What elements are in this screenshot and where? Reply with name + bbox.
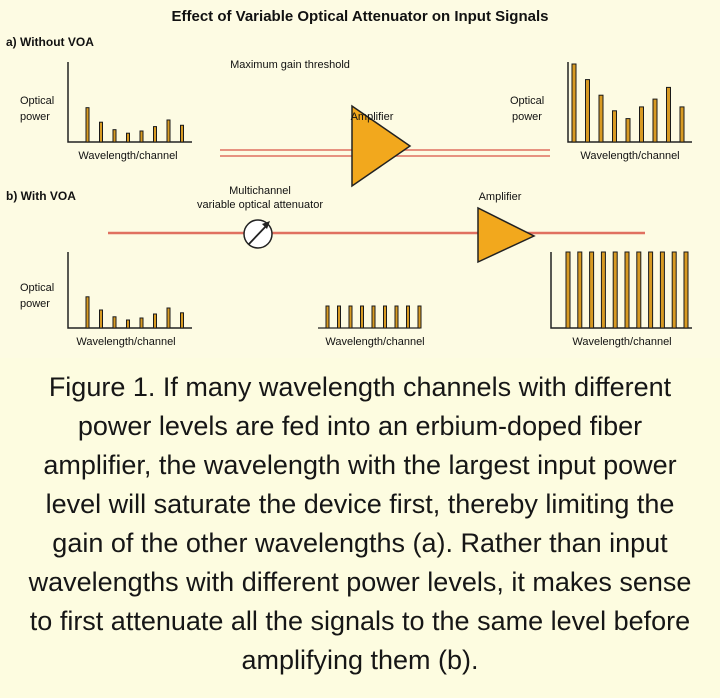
bar (648, 251, 654, 329)
bar (153, 313, 157, 329)
bar (625, 118, 631, 143)
max-gain-threshold-label: Maximum gain threshold (230, 59, 350, 71)
caption-panel: Figure 1. If many wavelength channels wi… (0, 358, 720, 698)
axes (550, 252, 692, 329)
bar (577, 251, 583, 329)
y-axis-label-line2: power (20, 111, 50, 123)
bar (348, 305, 353, 329)
bar (85, 296, 90, 329)
y-axis-label-line2: power (512, 111, 542, 123)
x-axis-label: Wavelength/channel (572, 336, 671, 348)
bar (600, 251, 606, 329)
diagram-canvas: Effect of Variable Optical Attenuator on… (6, 8, 692, 348)
bar (99, 309, 103, 329)
bar (652, 98, 658, 143)
bar (406, 305, 410, 329)
voa-label-line1: Multichannel (229, 185, 291, 197)
bar (360, 305, 364, 329)
x-axis-label: Wavelength/channel (78, 150, 177, 162)
bar (180, 124, 184, 143)
section-b-input-chart: Optical power Wavelength/channel (20, 252, 192, 348)
voa-diagram: Effect of Variable Optical Attenuator on… (6, 8, 692, 348)
bar (639, 106, 644, 143)
bar (571, 63, 577, 143)
bar (598, 94, 604, 143)
bar (679, 106, 685, 143)
bars (85, 296, 184, 329)
section-a-input-chart: Optical power Wavelength/channel (20, 62, 192, 162)
caption-line: power levels are fed into an erbium-dope… (77, 411, 643, 441)
section-a-amplifier-label: Amplifier (351, 111, 394, 123)
section-b-attenuated-chart: Wavelength/channel (318, 305, 425, 348)
bar (417, 305, 422, 329)
bar (126, 132, 130, 143)
caption-line: Figure 1. If many wavelength channels wi… (48, 372, 672, 402)
caption-line: gain of the other wavelengths (a). Rathe… (52, 528, 668, 558)
caption-line: to first attenuate all the signals to th… (29, 606, 691, 636)
section-b-label: b) With VOA (6, 189, 76, 203)
bar (666, 86, 671, 143)
bar (624, 251, 630, 329)
y-axis-label-line1: Optical (20, 95, 54, 107)
bar (683, 251, 689, 329)
bar (325, 305, 330, 329)
caption-line: level will saturate the device first, th… (45, 489, 675, 519)
bar (139, 317, 144, 329)
bar (671, 251, 677, 329)
section-a-label: a) Without VOA (6, 35, 94, 49)
bar (85, 107, 90, 143)
bar (383, 305, 387, 329)
bar (585, 79, 590, 143)
bar (612, 110, 617, 143)
bar (166, 307, 171, 329)
y-axis-label-line1: Optical (510, 95, 544, 107)
section-a-amplifier-triangle (351, 104, 412, 188)
section-b-amplifier-label: Amplifier (479, 191, 522, 203)
bar (565, 251, 571, 329)
bar (166, 119, 171, 143)
bars (325, 305, 422, 329)
bar (112, 316, 117, 329)
bar (180, 312, 184, 329)
caption-line: wavelengths with different power levels,… (28, 567, 692, 597)
voa-icon (243, 219, 273, 249)
bar (337, 305, 341, 329)
y-axis-label-line1: Optical (20, 282, 54, 294)
axes (67, 62, 192, 143)
bar (112, 129, 117, 143)
voa-label-line2: variable optical attenuator (197, 199, 323, 211)
bar (394, 305, 399, 329)
caption-line: amplifying them (b). (241, 645, 479, 675)
bars (571, 63, 685, 143)
bar (612, 251, 618, 329)
bar (371, 305, 376, 329)
bars (565, 251, 689, 329)
bar (636, 251, 642, 329)
x-axis-label: Wavelength/channel (325, 336, 424, 348)
bar (99, 121, 103, 143)
x-axis-label: Wavelength/channel (76, 336, 175, 348)
bars (85, 107, 184, 143)
bar (153, 126, 157, 143)
x-axis-label: Wavelength/channel (580, 150, 679, 162)
axes (67, 252, 192, 329)
diagram-title: Effect of Variable Optical Attenuator on… (172, 8, 549, 25)
section-b-output-chart: Wavelength/channel (550, 251, 692, 348)
section-a-output-chart: Optical power Wavelength/channel (510, 62, 692, 162)
bar (659, 251, 665, 329)
bar (589, 251, 595, 329)
axes (567, 62, 692, 143)
bar (139, 130, 144, 143)
caption-line: amplifier, the wavelength with the large… (43, 450, 677, 480)
section-b-amplifier-triangle (477, 206, 536, 264)
bar (126, 319, 130, 329)
y-axis-label-line2: power (20, 298, 50, 310)
figure-caption: Figure 1. If many wavelength channels wi… (0, 358, 720, 680)
